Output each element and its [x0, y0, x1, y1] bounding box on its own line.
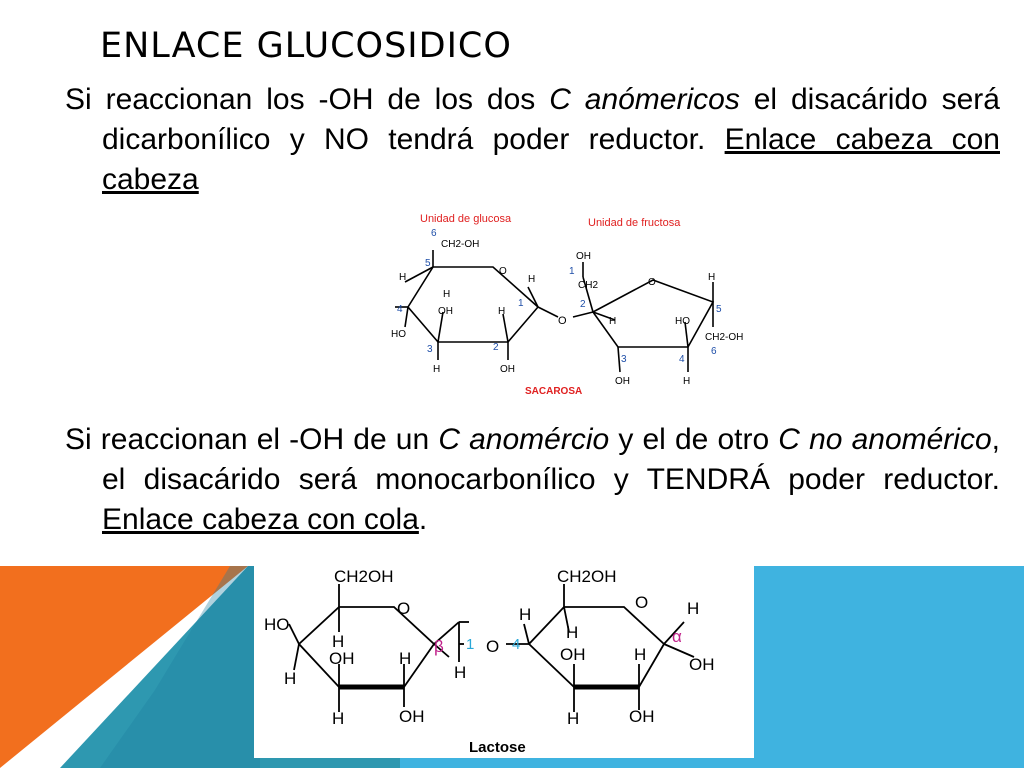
carbon-number-4: 4	[397, 304, 403, 315]
oh-label: OH	[500, 364, 515, 375]
carbon-number-3: 3	[621, 354, 627, 365]
text: y el de otro	[609, 423, 779, 456]
paragraph-head-to-head: Si reaccionan los -OH de los dos C anóme…	[65, 80, 1000, 200]
h-label: H	[708, 272, 715, 283]
italic-text: C anomércio	[438, 423, 610, 456]
ch2oh-label: CH2OH	[557, 567, 617, 586]
h-label: H	[566, 623, 578, 642]
lactose-structure: CH2OH O H HO H OH H H OH β 1 O 4 H CH2OH…	[264, 567, 715, 756]
ho-label: HO	[675, 316, 690, 327]
text: Si reaccionan los -OH de los dos	[65, 83, 550, 116]
oh-label: OH	[576, 251, 591, 262]
carbon-number-4: 4	[512, 636, 520, 653]
lactose-figure: CH2OH O H HO H OH H H OH β 1 O 4 H CH2OH…	[254, 562, 754, 758]
alpha-label: α	[672, 627, 682, 646]
oh-label: OH	[689, 655, 715, 674]
carbon-number-2: 2	[580, 299, 586, 310]
h-label: H	[454, 663, 466, 682]
fructose-unit-label: Unidad de fructosa	[588, 217, 681, 229]
text: Si reaccionan el -OH de un	[65, 423, 439, 456]
slide-title: ENLACE GLUCOSIDICO	[100, 26, 512, 66]
underlined-text: Enlace cabeza con cabeza	[102, 123, 1000, 196]
ho-label: HO	[391, 329, 406, 340]
h-label: H	[332, 632, 344, 651]
carbon-number-5: 5	[716, 304, 722, 315]
ch2oh-label: CH2-OH	[441, 239, 479, 250]
h-label: H	[634, 645, 646, 664]
oh-label: OH	[560, 645, 586, 664]
lactose-name: Lactose	[469, 739, 526, 756]
sucrose-figure: Unidad de glucosa Unidad de fructosa 6 C…	[383, 202, 783, 402]
h-label: H	[528, 274, 535, 285]
text: , el disacárido será monocarbonílico y T…	[102, 423, 1000, 496]
italic-text: C anómericos	[549, 83, 740, 116]
h-label: H	[683, 376, 690, 387]
band-shade	[100, 566, 260, 768]
h-label: H	[443, 289, 450, 300]
paragraph-head-to-tail: Si reaccionan el -OH de un C anomércio y…	[65, 420, 1000, 540]
carbon-number-6: 6	[711, 346, 717, 357]
carbon-number-3: 3	[427, 344, 433, 355]
sucrose-name: SACAROSA	[525, 386, 582, 397]
h-label: H	[498, 306, 505, 317]
h-label: H	[399, 272, 406, 283]
italic-text: C no anomérico	[778, 423, 992, 456]
oh-label: OH	[399, 707, 425, 726]
oh-label: OH	[329, 649, 355, 668]
glycosidic-oxygen-label: O	[558, 315, 567, 327]
h-label: H	[332, 709, 344, 728]
ho-label: HO	[264, 615, 290, 634]
h-label: H	[433, 364, 440, 375]
underlined-text: Enlace cabeza con cola	[102, 503, 419, 536]
oh-label: OH	[615, 376, 630, 387]
text: el disacárido será dicarbonílico y NO te…	[102, 83, 1000, 156]
h-label: H	[399, 649, 411, 668]
ring-oxygen-label: O	[397, 599, 410, 618]
beta-label: β	[434, 637, 444, 656]
ch2-label: CH2	[578, 280, 598, 291]
carbon-number-1: 1	[569, 266, 575, 277]
carbon-number-4: 4	[679, 354, 685, 365]
oh-label: OH	[629, 707, 655, 726]
h-label: H	[519, 605, 531, 624]
ring-oxygen-label: O	[648, 277, 656, 288]
orange-triangle	[0, 566, 248, 768]
ch2oh-label: CH2OH	[334, 567, 394, 586]
oh-label: OH	[438, 306, 453, 317]
ring-oxygen-label: O	[499, 266, 507, 277]
h-label: H	[284, 669, 296, 688]
carbon-number-1: 1	[466, 636, 474, 653]
carbon-number-2: 2	[493, 342, 499, 353]
ch2oh-label: CH2-OH	[705, 332, 743, 343]
text: .	[418, 503, 428, 536]
ring-oxygen-label: O	[635, 593, 648, 612]
h-label: H	[609, 316, 616, 327]
glucose-unit-label: Unidad de glucosa	[420, 213, 512, 225]
carbon-number-6: 6	[431, 228, 437, 239]
sucrose-structure: Unidad de glucosa Unidad de fructosa 6 C…	[391, 213, 743, 397]
carbon-number-1: 1	[518, 298, 524, 309]
carbon-number-5: 5	[425, 258, 431, 269]
h-label: H	[687, 599, 699, 618]
glycosidic-oxygen-label: O	[486, 637, 499, 656]
h-label: H	[567, 709, 579, 728]
